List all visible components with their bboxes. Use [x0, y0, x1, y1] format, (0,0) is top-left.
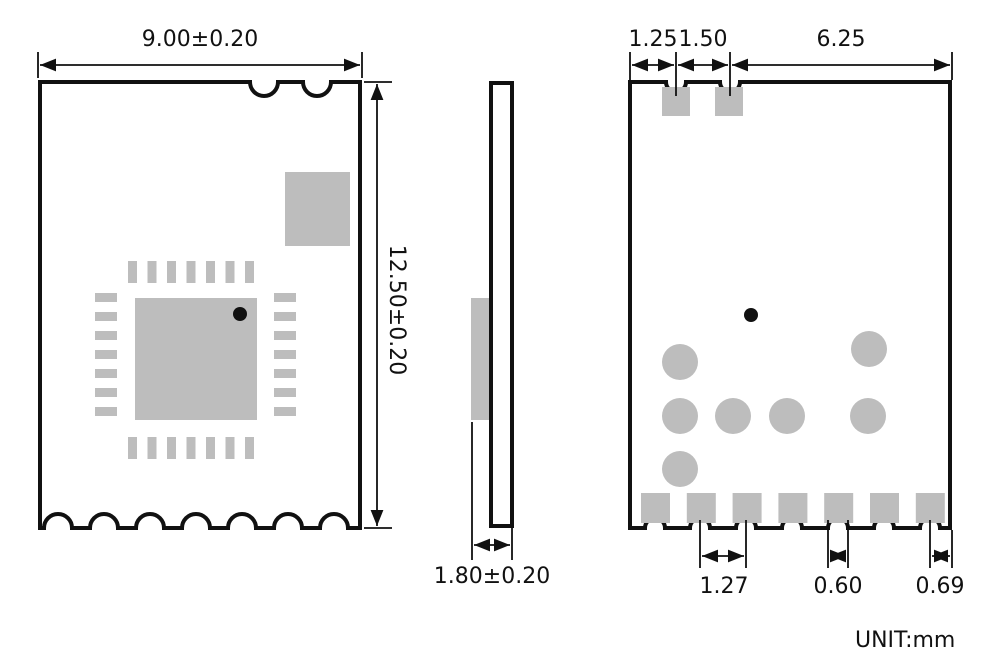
- chip-pin-left: [95, 331, 117, 340]
- offset-a-label: 1.25: [629, 27, 678, 52]
- slot-width-label: 0.60: [814, 574, 863, 599]
- front-view: [38, 80, 362, 530]
- chip-pin-left: [95, 369, 117, 378]
- width-label: 9.00±0.20: [142, 27, 258, 52]
- edge-pad: [778, 493, 808, 523]
- chip-pin-bottom: [206, 437, 215, 459]
- width-dimension: 9.00±0.20: [37, 27, 363, 78]
- ball-pad: [662, 398, 698, 434]
- ball-pad: [662, 451, 698, 487]
- chip-pin-top: [147, 261, 157, 283]
- chip-pin-top: [167, 261, 176, 283]
- side-view: [471, 81, 514, 528]
- ball-pad: [662, 344, 698, 380]
- chip-pin-left: [95, 350, 117, 359]
- edge-pads: [641, 493, 945, 523]
- chip-pin-left: [95, 407, 117, 416]
- ball-pad: [851, 331, 887, 367]
- offset-c-label: 6.25: [817, 27, 866, 52]
- chip-pin-right: [274, 331, 296, 340]
- back-view: [628, 80, 952, 530]
- chip-pin-right: [274, 350, 296, 359]
- ball-pad: [769, 398, 805, 434]
- chip-pin-bottom: [186, 437, 196, 459]
- edge-pad: [870, 493, 899, 523]
- chip-pin-bottom: [167, 437, 176, 459]
- top-pad-2: [715, 87, 743, 116]
- thickness-label: 1.80±0.20: [434, 564, 550, 589]
- chip-pin-top: [128, 261, 137, 283]
- chip-pin-left: [95, 388, 117, 397]
- chip-pin-right: [274, 369, 296, 378]
- chip-pin-right: [274, 312, 296, 321]
- chip-pin-right: [274, 407, 296, 416]
- chip-pins: [95, 261, 296, 459]
- edge-pad: [732, 493, 762, 523]
- top-offset-dimensions: 1.25 1.50 6.25: [629, 27, 953, 96]
- shield-pad: [285, 172, 350, 246]
- unit-label: UNIT:mm: [855, 628, 955, 653]
- ball-pads: [662, 331, 887, 487]
- pitch-label: 1.27: [700, 574, 749, 599]
- edge-pad: [686, 493, 716, 523]
- pin1-marker: [233, 307, 247, 321]
- chip-pin-right: [274, 293, 296, 302]
- chip-pin-top: [186, 261, 196, 283]
- front-board-outline: [38, 80, 362, 530]
- chip-pin-top: [225, 261, 235, 283]
- edge-pad: [915, 493, 945, 523]
- chip-pin-top: [245, 261, 254, 283]
- height-dimension: 12.50±0.20: [364, 81, 409, 529]
- thickness-dimension: 1.80±0.20: [434, 422, 550, 589]
- edge-slot-label: 0.69: [916, 574, 965, 599]
- chip-pin-bottom: [225, 437, 235, 459]
- chip-pin-left: [95, 293, 117, 302]
- chip-pin-left: [95, 312, 117, 321]
- chip-pin-right: [274, 388, 296, 397]
- height-label: 12.50±0.20: [384, 245, 409, 375]
- ball-pad: [715, 398, 751, 434]
- chip-pin-top: [206, 261, 215, 283]
- ball-pad: [850, 398, 886, 434]
- chip-pin-bottom: [128, 437, 137, 459]
- side-board-outline: [489, 81, 514, 528]
- edge-pad: [641, 493, 670, 523]
- edge-pad: [824, 493, 854, 523]
- offset-b-label: 1.50: [679, 27, 728, 52]
- bottom-dimensions: 1.27 0.60 0.69: [699, 520, 965, 599]
- chip-pin-bottom: [245, 437, 254, 459]
- center-marker: [744, 308, 758, 322]
- side-component: [471, 298, 489, 420]
- chip-pin-bottom: [147, 437, 157, 459]
